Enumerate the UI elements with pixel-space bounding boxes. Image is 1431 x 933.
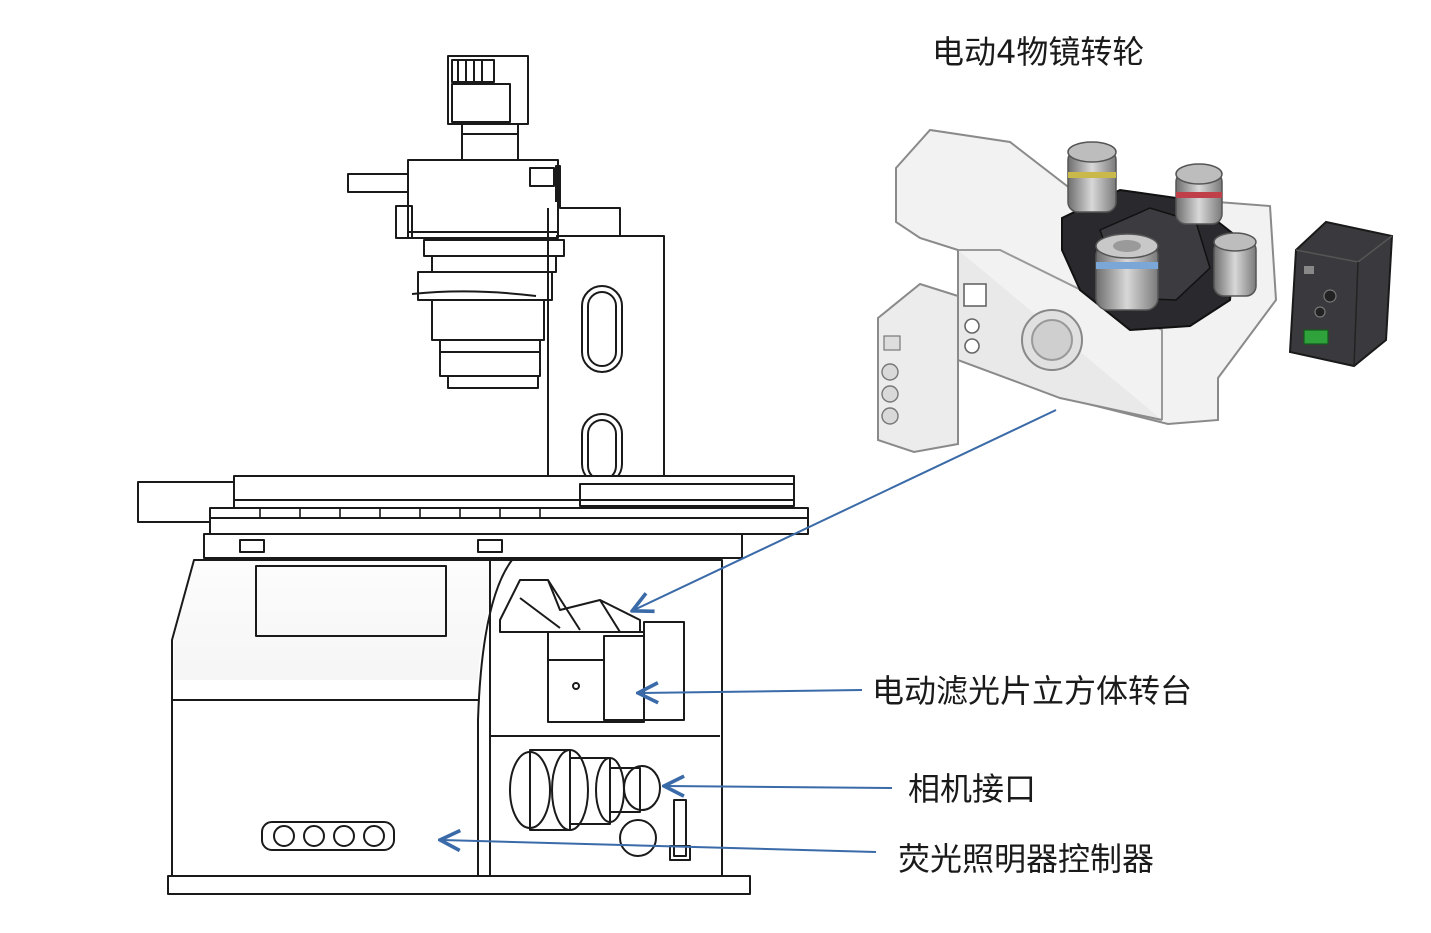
objective-turret-render	[877, 128, 1278, 454]
microscope-pillar	[547, 208, 665, 485]
arrow-filter-cube-turret	[640, 690, 863, 693]
controller-box-render	[1288, 220, 1394, 368]
callout-arrows	[442, 409, 1057, 853]
objective-yellow	[1067, 141, 1117, 213]
filter-cube-turret-drawing	[499, 579, 685, 723]
illuminator-arm	[347, 159, 621, 239]
objective-small	[1213, 232, 1257, 297]
microscope-base-body	[167, 559, 751, 895]
objective-red	[1175, 163, 1223, 225]
microscope-stage	[137, 475, 809, 559]
arrow-illuminator-controller	[442, 840, 877, 853]
label-objective-turret: 电动4物镜转轮	[932, 33, 1145, 71]
label-filter-cube-turret: 电动滤光片立方体转台	[872, 672, 1193, 710]
arrow-camera-port	[666, 786, 893, 788]
arrow-objective-turret	[634, 409, 1057, 610]
objective-blue	[1095, 233, 1159, 311]
top-camera	[447, 55, 529, 165]
label-camera-port: 相机接口	[908, 770, 1037, 808]
camera-port-drawing	[509, 749, 691, 861]
microscope-line-drawing	[137, 55, 809, 895]
condenser	[411, 239, 565, 389]
illuminator-control-buttons	[261, 821, 395, 851]
label-illuminator-controller: 荧光照明器控制器	[898, 840, 1155, 878]
